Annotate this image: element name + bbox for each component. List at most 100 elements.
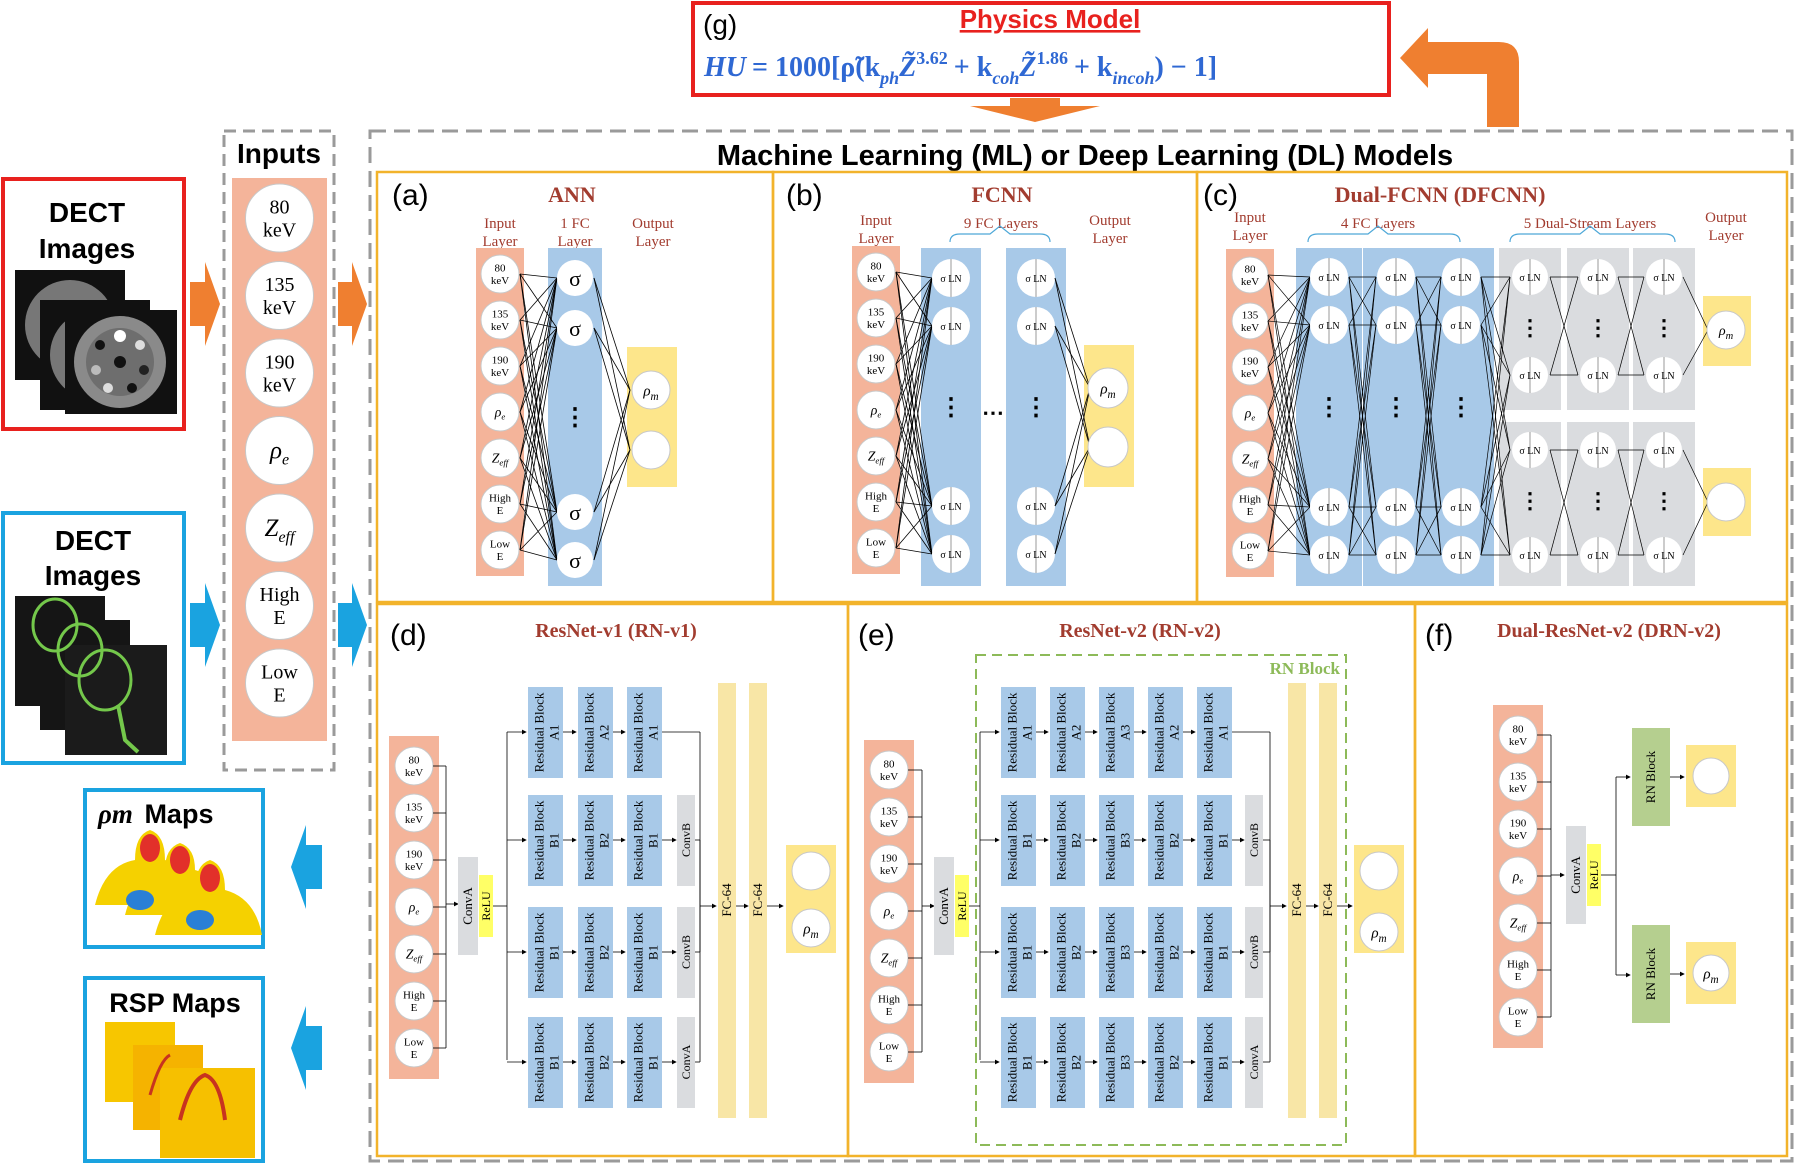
connection-line bbox=[1415, 324, 1442, 556]
dect-head-image-stack bbox=[15, 596, 167, 755]
input-3-circle bbox=[245, 416, 314, 485]
rnv2-block-0-1 bbox=[1050, 687, 1085, 778]
panel-f-label: (f) bbox=[1425, 619, 1453, 652]
rnv2-block-3-2 bbox=[1099, 1017, 1134, 1108]
inputs-to-ml-arrow-2 bbox=[338, 583, 367, 667]
connection-line bbox=[1480, 449, 1511, 556]
connection-line bbox=[519, 277, 558, 413]
rsp-maps-image-stack bbox=[105, 1022, 255, 1158]
connection-line bbox=[1480, 374, 1511, 556]
drnv2-rn-block-bottom bbox=[1632, 925, 1670, 1023]
rnv2-fc64-2 bbox=[1319, 683, 1337, 1118]
rnv1-block-3-2-label: Residual BlockB1 bbox=[631, 1022, 661, 1102]
ann-sigma-node-circle bbox=[557, 310, 593, 346]
rnv2-block-1-4-label: Residual BlockB1 bbox=[1201, 800, 1231, 880]
connection-line bbox=[593, 449, 631, 513]
ellipsis-vertical: ⋮ bbox=[939, 395, 963, 421]
dfcnn-node: σ LN bbox=[1385, 273, 1406, 284]
ann-sigma-node: σ bbox=[569, 316, 581, 341]
ml-to-rsp-arrow bbox=[291, 1006, 322, 1090]
ann-output-rho-circle bbox=[631, 370, 671, 410]
rnv2-block-3-4-label: Residual BlockB1 bbox=[1201, 1022, 1231, 1102]
connection-line bbox=[1054, 277, 1091, 389]
dfcnn-node: σ LN bbox=[1653, 551, 1674, 562]
connection-line bbox=[519, 277, 558, 551]
connection-line bbox=[519, 277, 558, 505]
rnv1-fc64-2-label: FC-64 bbox=[750, 883, 765, 917]
rnv1-row-conv-label-2: ConvB bbox=[679, 935, 693, 969]
inputs-to-ml-arrow-1 bbox=[338, 262, 367, 346]
panel-d-title: ResNet-v1 (RN-v1) bbox=[535, 620, 697, 642]
ann-sigma-node: σ bbox=[569, 500, 581, 525]
connection-line bbox=[1267, 276, 1311, 414]
rnv2-block-3-1 bbox=[1050, 1017, 1085, 1108]
connection-line bbox=[1348, 324, 1377, 556]
rnv1-block-3-0 bbox=[528, 1017, 563, 1108]
dfcnn-node: σ LN bbox=[1587, 551, 1608, 562]
panel-c-label: (c) bbox=[1203, 179, 1238, 212]
physics-model-box bbox=[691, 1, 1391, 97]
rnv2-block-2-0-label: Residual BlockB1 bbox=[1005, 912, 1035, 992]
rho-maps-title: ρm Maps bbox=[97, 799, 213, 829]
connection-line bbox=[1480, 276, 1511, 556]
connection-line bbox=[1480, 324, 1511, 376]
input-0-circle bbox=[245, 183, 314, 253]
rnv2-block-2-3-label: Residual BlockB2 bbox=[1152, 912, 1182, 992]
input-3: ρe bbox=[269, 438, 289, 469]
panel-c-fc-brace bbox=[1307, 225, 1461, 243]
drnv2-conva bbox=[1566, 826, 1586, 924]
connection-line bbox=[593, 277, 631, 451]
rnv1-block-1-0-label: Residual BlockB1 bbox=[532, 800, 562, 880]
rnv2-block-1-2-label: Residual BlockB3 bbox=[1103, 800, 1133, 880]
rnv2-block-0-0 bbox=[1001, 687, 1036, 778]
rnv1-output-rho-circle bbox=[791, 908, 831, 948]
fcnn-node: σ LN bbox=[940, 502, 961, 513]
ellipsis-vertical: ⋮ bbox=[1587, 315, 1609, 340]
connection-line bbox=[1415, 506, 1442, 556]
rnv2-block-1-3-label: Residual BlockB2 bbox=[1152, 800, 1182, 880]
rnv2-block-0-1-label: Residual BlockA2 bbox=[1054, 692, 1084, 772]
rnv2-conva-label: ConvA bbox=[936, 887, 951, 925]
panel-f-frame bbox=[1413, 602, 1789, 1158]
rnv2-block-2-3 bbox=[1148, 907, 1183, 998]
rnv2-block-0-2-label: Residual BlockA3 bbox=[1103, 692, 1133, 772]
ellipsis-vertical: ⋮ bbox=[563, 405, 587, 431]
ann-input-1-circle bbox=[480, 300, 520, 340]
rnv1-block-1-1 bbox=[578, 795, 613, 886]
rnv2-block-1-3 bbox=[1148, 795, 1183, 886]
fcnn-input-5-circle bbox=[856, 482, 896, 522]
connection-line bbox=[1054, 325, 1091, 448]
rnv2-row-conv-label-1: ConvB bbox=[1247, 823, 1261, 857]
fcnn-layer-1 bbox=[1006, 248, 1066, 586]
connection-line bbox=[519, 549, 558, 561]
connection-line bbox=[1480, 449, 1511, 508]
dfcnn-node: σ LN bbox=[1519, 273, 1540, 284]
rnv2-block-1-1 bbox=[1050, 795, 1085, 886]
physics-label: (g) bbox=[703, 9, 737, 40]
connection-line bbox=[1054, 446, 1091, 555]
connection-line bbox=[1549, 276, 1579, 376]
drnv2-rn-block-top bbox=[1632, 728, 1670, 826]
connection-line bbox=[895, 277, 933, 411]
rnv2-block-3-1-label: Residual BlockB2 bbox=[1054, 1022, 1084, 1102]
rnv1-block-1-1-label: Residual BlockB2 bbox=[582, 800, 612, 880]
